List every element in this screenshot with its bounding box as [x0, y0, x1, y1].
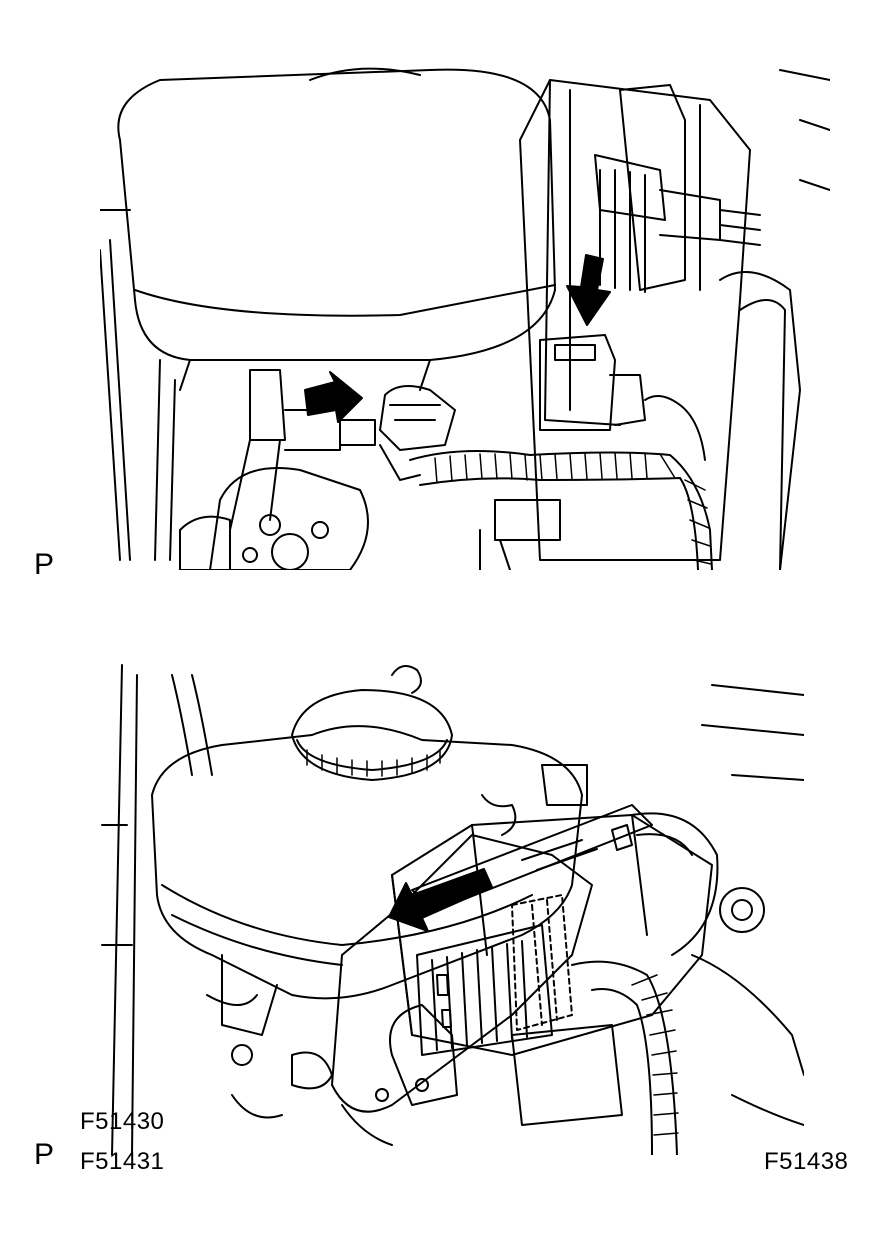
brake-line-fitting	[249, 369, 286, 441]
actuator-housing	[391, 814, 713, 1056]
arrow-left-icon	[388, 868, 493, 932]
actuator-connector	[416, 924, 553, 1056]
actuator-connector	[539, 334, 616, 431]
figure-code-2: F51431	[80, 1148, 165, 1175]
bottom-illustration-panel	[92, 655, 804, 1155]
brake-fluid-reservoir	[117, 68, 556, 361]
view-label-p-top: P	[34, 548, 55, 581]
master-cylinder-flange	[209, 467, 369, 570]
figure-code-3: F51438	[764, 1148, 849, 1175]
wire-harness	[409, 450, 713, 570]
top-illustration-panel	[100, 60, 830, 570]
mounting-bracket	[331, 834, 593, 1113]
arrow-down-icon	[566, 254, 611, 326]
wire-harness	[571, 960, 678, 1155]
actuator-housing	[519, 79, 751, 561]
view-label-p-bottom: P	[34, 1138, 55, 1171]
arrow-right-icon	[304, 371, 363, 423]
sensor-connector	[379, 385, 456, 451]
brake-fluid-reservoir	[151, 725, 583, 1000]
ecu-bracket	[619, 84, 686, 291]
figure-code-1: F51430	[80, 1108, 165, 1135]
reservoir-cap	[291, 689, 453, 781]
